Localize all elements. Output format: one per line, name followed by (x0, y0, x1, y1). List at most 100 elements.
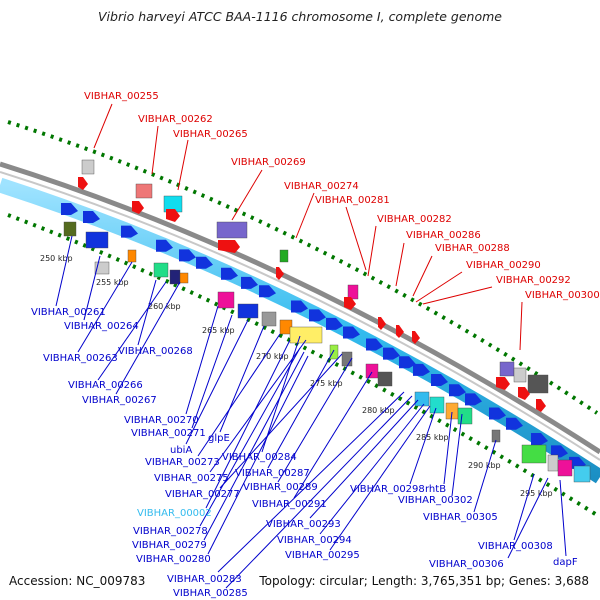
gene-label-vibhar-00262[interactable]: VIBHAR_00262 (138, 114, 213, 125)
forward-strand-feature (135, 183, 153, 199)
gene-label-vibhar-00305[interactable]: VIBHAR_00305 (423, 512, 498, 523)
reverse-callout-line (207, 355, 309, 555)
gene-label-dapf[interactable]: dapF (553, 557, 578, 568)
gene-label-vibhar-00306[interactable]: VIBHAR_00306 (429, 559, 504, 570)
reverse-callout-line (209, 339, 307, 473)
forward-direction-arrow (166, 209, 180, 222)
cds-direction-arrow (221, 267, 238, 280)
forward-direction-arrow (518, 387, 530, 400)
gene-label-rhtb[interactable]: rhtB (425, 484, 446, 495)
reverse-callout-line (191, 314, 233, 429)
reverse-strand-feature (414, 391, 430, 407)
reverse-strand-feature (573, 465, 591, 483)
reverse-callout-line (267, 349, 335, 469)
forward-strand-feature (347, 284, 359, 300)
gene-label-vibhar-00274[interactable]: VIBHAR_00274 (284, 181, 359, 192)
genome-summary-text: Topology: circular; Length: 3,765,351 bp… (259, 574, 589, 588)
gene-label-vibhar-00261[interactable]: VIBHAR_00261 (31, 307, 106, 318)
cds-direction-arrow (431, 373, 448, 386)
gene-label-vibhar-00264[interactable]: VIBHAR_00264 (64, 321, 139, 332)
cds-direction-arrow (196, 256, 213, 269)
forward-direction-arrow (378, 317, 386, 330)
reverse-strand-feature (377, 371, 393, 387)
cds-direction-arrow (366, 338, 383, 351)
cds-direction-arrow (489, 407, 506, 420)
backbone-inner (0, 171, 600, 461)
cds-direction-arrow (259, 285, 276, 298)
tick-label-295: 295 kbp (520, 489, 553, 498)
forward-direction-arrow (412, 331, 420, 344)
gene-label-vibhar-00287[interactable]: VIBHAR_00287 (235, 468, 310, 479)
tick-label-255: 255 kbp (96, 278, 129, 287)
reverse-strand-feature (237, 303, 259, 319)
gene-label-vibhar-00288[interactable]: VIBHAR_00288 (435, 243, 510, 254)
cds-direction-arrow (531, 432, 548, 445)
gene-label-vibhar-00277[interactable]: VIBHAR_00277 (165, 489, 240, 500)
gene-label-vibhar-00279[interactable]: VIBHAR_00279 (132, 540, 207, 551)
gene-label-ubia[interactable]: ubiA (170, 445, 192, 456)
forward-callout-line (345, 206, 367, 271)
gene-label-vibhar-00290[interactable]: VIBHAR_00290 (466, 260, 541, 271)
gene-label-vibhar-00269[interactable]: VIBHAR_00269 (231, 157, 306, 168)
gene-label-vibhar-00263[interactable]: VIBHAR_00263 (43, 353, 118, 364)
gene-label-vibhar-00292[interactable]: VIBHAR_00292 (496, 275, 571, 286)
gene-label-vibhar-00268[interactable]: VIBHAR_00268 (118, 346, 193, 357)
reverse-callout-line (261, 335, 301, 453)
gene-label-vibhar-00284[interactable]: VIBHAR_00284 (222, 452, 297, 463)
cds-direction-arrow (121, 225, 138, 238)
forward-direction-arrow (78, 177, 88, 190)
gene-label-vibhar-00302[interactable]: VIBHAR_00302 (398, 495, 473, 506)
gene-label-vibhar-00280[interactable]: VIBHAR_00280 (136, 554, 211, 565)
tick-label-285: 285 kbp (416, 433, 449, 442)
gene-label-vibhar-00266[interactable]: VIBHAR_00266 (68, 380, 143, 391)
forward-callout-line (412, 255, 433, 297)
reverse-callout-line (409, 407, 437, 485)
feature-layer (63, 159, 591, 483)
gene-label-vibhar-00273[interactable]: VIBHAR_00273 (145, 457, 220, 468)
gene-label-vibhar-00300[interactable]: VIBHAR_00300 (525, 290, 600, 301)
gene-label-vibhar-00265[interactable]: VIBHAR_00265 (173, 129, 248, 140)
reverse-callout-line (473, 439, 497, 513)
forward-strand-feature (216, 221, 248, 239)
reverse-callout-line (203, 351, 305, 541)
gene-label-vibhar-00294[interactable]: VIBHAR_00294 (277, 535, 352, 546)
reverse-callout-line (451, 413, 463, 497)
gene-label-vibhar-00293[interactable]: VIBHAR_00293 (266, 519, 341, 530)
forward-callout-line (422, 286, 493, 305)
gene-label-vibhar-00270[interactable]: VIBHAR_00270 (124, 415, 199, 426)
gene-label-vibhar-00275[interactable]: VIBHAR_00275 (154, 473, 229, 484)
reverse-strand-feature (127, 249, 137, 263)
tick-label-265: 265 kbp (202, 326, 235, 335)
gene-label-vibhar-00282[interactable]: VIBHAR_00282 (377, 214, 452, 225)
gene-label-vibhar-00283[interactable]: VIBHAR_00283 (167, 574, 242, 585)
gene-label-vibhar-00285[interactable]: VIBHAR_00285 (173, 588, 248, 599)
cds-direction-arrow (83, 211, 100, 224)
gene-label-vibhar-00002[interactable]: VIBHAR_00002 (137, 508, 212, 519)
forward-strand-feature (513, 367, 527, 383)
reverse-strand-feature (261, 311, 277, 327)
gene-label-vibhar-00271[interactable]: VIBHAR_00271 (131, 428, 206, 439)
forward-callout-line (415, 271, 463, 303)
forward-callout-line (367, 225, 377, 277)
reverse-callout-line (205, 339, 291, 509)
forward-strand-feature (81, 159, 95, 175)
reverse-strand-feature (217, 291, 235, 309)
gene-label-vibhar-00289[interactable]: VIBHAR_00289 (243, 482, 318, 493)
cds-direction-arrow (506, 417, 523, 430)
gene-label-vibhar-00281[interactable]: VIBHAR_00281 (315, 195, 390, 206)
forward-callout-line (231, 169, 263, 221)
gene-label-glpe[interactable]: glpE (208, 433, 230, 444)
gene-label-vibhar-00308[interactable]: VIBHAR_00308 (478, 541, 553, 552)
gene-label-vibhar-00295[interactable]: VIBHAR_00295 (285, 550, 360, 561)
forward-callout-line (395, 242, 405, 287)
gene-label-vibhar-00286[interactable]: VIBHAR_00286 (406, 230, 481, 241)
gene-label-vibhar-00255[interactable]: VIBHAR_00255 (84, 91, 159, 102)
gene-label-vibhar-00278[interactable]: VIBHAR_00278 (133, 526, 208, 537)
reverse-callout-line (225, 395, 413, 589)
gene-label-vibhar-00291[interactable]: VIBHAR_00291 (252, 499, 327, 510)
gene-label-vibhar-00267[interactable]: VIBHAR_00267 (82, 395, 157, 406)
forward-direction-arrow (496, 377, 510, 390)
forward-callout-line (151, 125, 159, 175)
gene-label-vibhar-00298[interactable]: VIBHAR_00298 (350, 484, 425, 495)
